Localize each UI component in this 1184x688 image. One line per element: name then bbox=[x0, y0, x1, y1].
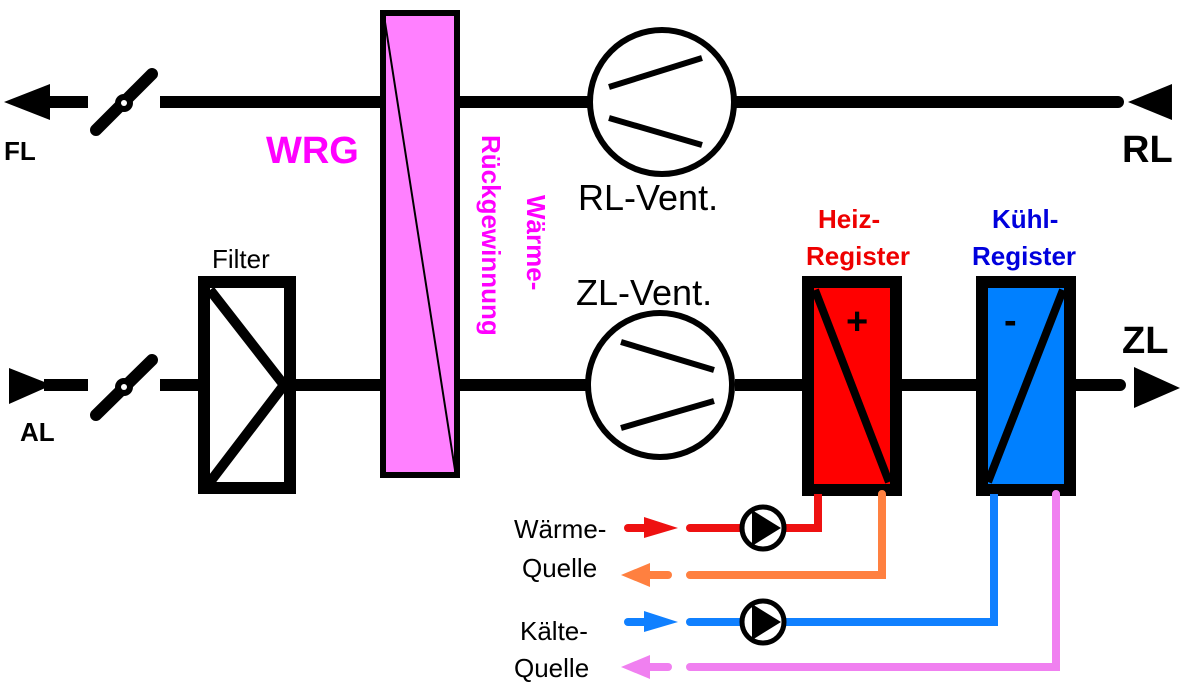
heat-return-pipe bbox=[621, 490, 886, 587]
wrg-long-label-1: Wärme- bbox=[521, 195, 551, 290]
kuehl-sign: - bbox=[1004, 300, 1017, 342]
rl-arrow-icon bbox=[1128, 84, 1172, 120]
heiz-sign: + bbox=[846, 301, 868, 343]
rl-vent-label: RL-Vent. bbox=[578, 177, 718, 218]
zl-vent-label: ZL-Vent. bbox=[576, 272, 712, 313]
exhaust-damper-icon[interactable] bbox=[90, 68, 158, 136]
waerme-quelle-label-1: Wärme- bbox=[514, 514, 606, 544]
heating-coil[interactable] bbox=[802, 276, 902, 496]
kaelte-quelle-label-2: Quelle bbox=[514, 653, 589, 683]
cold-pump-icon[interactable] bbox=[739, 598, 787, 646]
cold-return-pipe bbox=[621, 490, 1060, 679]
kuehl-label-1: Kühl- bbox=[992, 204, 1058, 234]
zl-label: ZL bbox=[1122, 320, 1168, 362]
wrg-long-label-2: Rückgewinnung bbox=[476, 135, 506, 336]
fl-label: FL bbox=[4, 136, 36, 166]
cooling-coil[interactable] bbox=[976, 276, 1076, 496]
heat-recovery-unit[interactable] bbox=[380, 10, 460, 478]
heiz-label-1: Heiz- bbox=[818, 204, 880, 234]
zl-arrow-icon bbox=[1134, 367, 1180, 408]
supply-fan-icon[interactable] bbox=[585, 310, 735, 460]
heat-pump-icon[interactable] bbox=[739, 504, 787, 552]
cold-supply-pipe bbox=[624, 494, 998, 632]
filter-icon[interactable] bbox=[198, 276, 296, 494]
rl-label: RL bbox=[1122, 129, 1173, 171]
supply-damper-icon[interactable] bbox=[90, 354, 158, 421]
heiz-label-2: Register bbox=[806, 241, 910, 271]
al-arrow-icon bbox=[9, 368, 52, 404]
al-label: AL bbox=[20, 417, 55, 447]
filter-label: Filter bbox=[212, 244, 270, 274]
waerme-quelle-label-2: Quelle bbox=[522, 553, 597, 583]
fl-arrow-icon bbox=[4, 84, 50, 120]
wrg-label: WRG bbox=[266, 130, 359, 172]
return-fan-icon[interactable] bbox=[587, 27, 737, 177]
heat-supply-pipe bbox=[624, 494, 822, 538]
kuehl-label-2: Register bbox=[972, 241, 1076, 271]
kaelte-quelle-label-1: Kälte- bbox=[520, 616, 588, 646]
